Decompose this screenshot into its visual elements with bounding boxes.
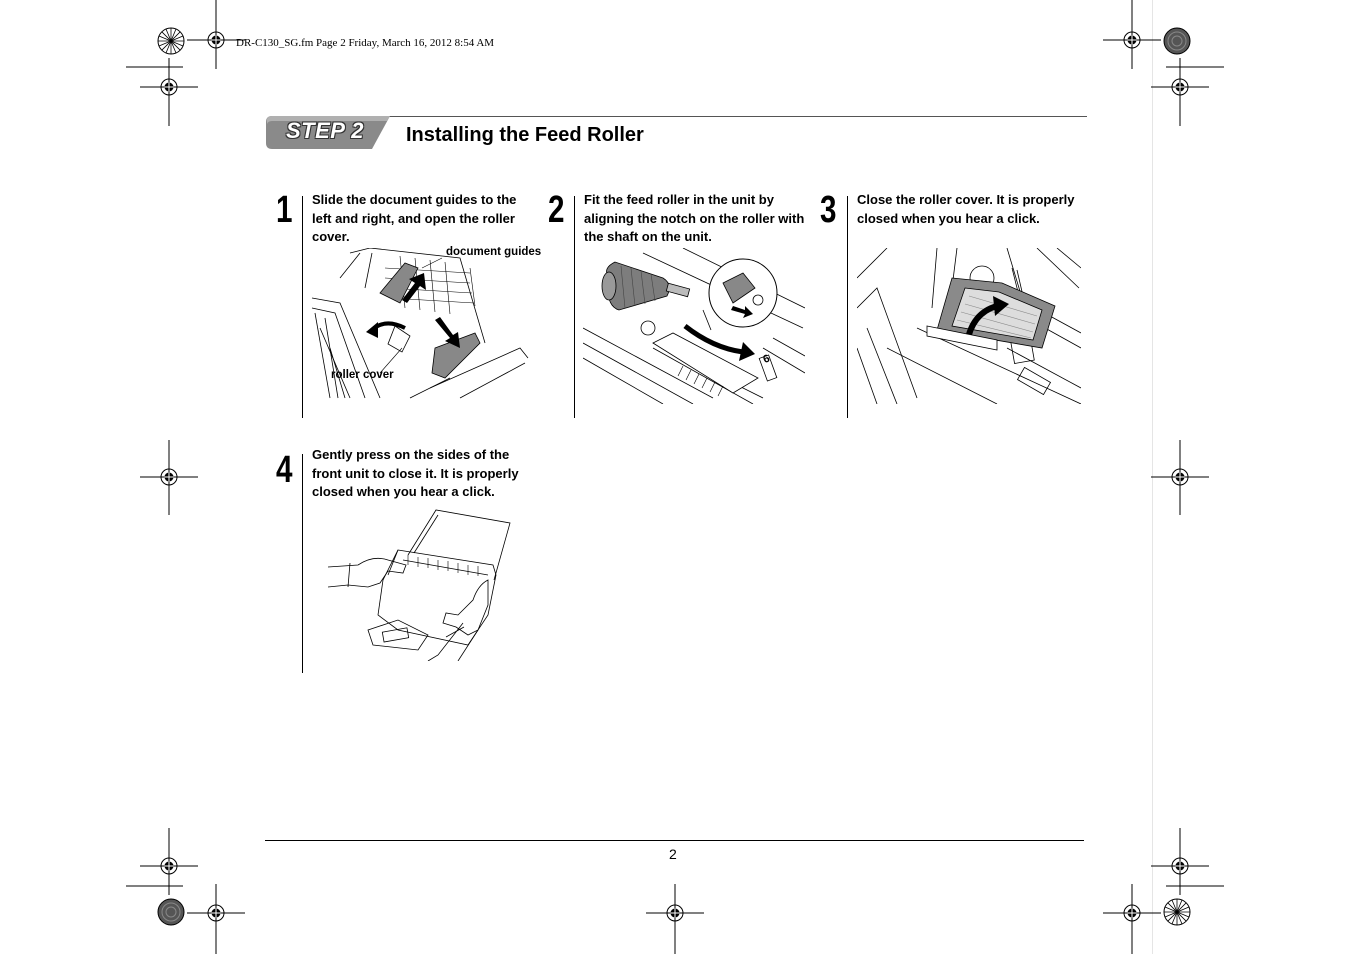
svg-text:6: 6: [762, 353, 772, 366]
step-2-number: 2: [548, 189, 565, 231]
step-1-text: Slide the document guides to the left an…: [312, 192, 517, 244]
file-info-header: DR-C130_SG.fm Page 2 Friday, March 16, 2…: [236, 37, 495, 49]
step-2-illustration: 6: [583, 248, 805, 404]
step-3-number: 3: [820, 189, 837, 231]
step-3-illustration: [857, 248, 1081, 404]
step-4-number: 4: [276, 449, 293, 491]
step-1-number: 1: [276, 189, 293, 231]
step-2-divider: [574, 196, 575, 418]
callout-roller-cover: roller cover: [331, 369, 394, 381]
step-3-text: Close the roller cover. It is properly c…: [857, 192, 1075, 226]
callout-document-guides: document guides: [446, 246, 542, 258]
step-badge: [266, 116, 390, 149]
step-4-illustration: [328, 509, 511, 661]
title-rule: [384, 116, 1087, 117]
step-4-text: Gently press on the sides of the front u…: [312, 447, 519, 499]
section-title: Installing the Feed Roller: [406, 124, 644, 146]
step-1-divider: [302, 196, 303, 418]
step-2-text: Fit the feed roller in the unit by align…: [584, 192, 805, 244]
page-number: 2: [669, 846, 677, 862]
step-1-illustration: [311, 248, 529, 399]
footer-rule: [265, 840, 1084, 841]
step-label: STEP 2: [286, 118, 364, 143]
step-3-divider: [847, 196, 848, 418]
step-4-divider: [302, 454, 303, 673]
